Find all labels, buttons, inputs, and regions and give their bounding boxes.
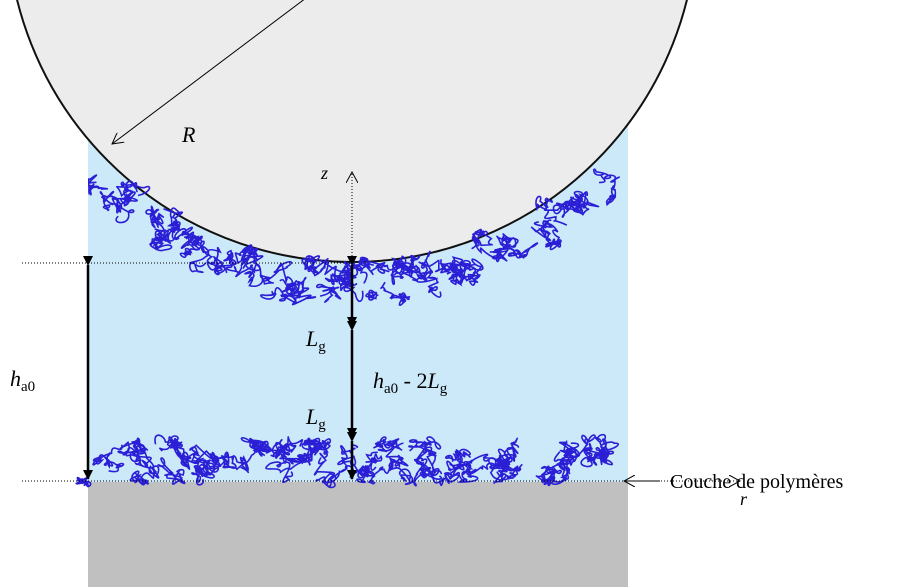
polymer-chain <box>558 439 579 462</box>
polymer-chain <box>413 457 443 478</box>
polymer-chain <box>209 451 229 470</box>
polymer-chain <box>530 219 552 245</box>
polymer-chain <box>157 457 186 485</box>
polymer-chain <box>365 457 409 485</box>
polymer-chain <box>206 246 240 274</box>
polymer-chain <box>355 256 371 284</box>
polymer-chain <box>408 439 437 473</box>
polymer-chain <box>408 436 442 461</box>
r-axis-label: r <box>740 489 748 509</box>
polymer-chain <box>595 441 619 462</box>
polymer-chain <box>373 436 404 453</box>
polymer-chain <box>103 452 125 473</box>
polymer-chain <box>149 214 173 252</box>
polymer-chain <box>443 459 473 483</box>
polymer-chain <box>223 249 237 274</box>
z-axis-label: z <box>320 163 328 183</box>
polymer-chain <box>429 468 450 487</box>
polymer-chain <box>593 168 620 206</box>
radius-arrow <box>112 0 305 144</box>
polymer-chain <box>365 289 379 301</box>
polymer-chain <box>454 448 472 471</box>
polymer-chain <box>540 465 567 487</box>
polymer-chain <box>279 293 317 306</box>
polymer-chain <box>265 457 303 483</box>
polymer-chain <box>385 438 412 483</box>
polymer-chain <box>257 436 297 458</box>
polymer-chain <box>234 248 258 269</box>
polymer-layer-bottom <box>75 433 619 489</box>
lg-top-label: Lg <box>305 326 326 355</box>
polymer-chain <box>92 444 123 467</box>
polymer-chain <box>244 247 264 272</box>
polymer-chain <box>308 257 353 278</box>
polymer-chain <box>510 437 520 463</box>
polymer-chain <box>315 440 331 462</box>
polymer-chain <box>380 281 411 307</box>
polymer-chain <box>496 448 513 476</box>
polymer-chain <box>315 283 342 303</box>
polymer-chain <box>117 443 155 469</box>
polymer-chain <box>365 451 383 471</box>
polymer-chain <box>99 190 120 212</box>
polymer-chain <box>166 435 185 459</box>
polymer-chain <box>180 231 205 254</box>
lg-bottom-label: Lg <box>305 404 326 433</box>
polymer-chain <box>150 228 172 246</box>
polymer-chain <box>166 216 194 242</box>
polymer-chain <box>406 254 421 271</box>
polymer-chain <box>500 233 519 251</box>
polymer-chain <box>474 230 509 260</box>
polymer-chain <box>489 234 515 254</box>
polymer-chain <box>191 459 216 486</box>
polymer-chain <box>111 190 138 224</box>
polymer-chain <box>241 244 258 260</box>
gap-label: ha0 - 2Lg <box>373 368 448 397</box>
polymer-chain <box>189 246 210 274</box>
polymer-chain <box>360 259 390 276</box>
polymer-chain <box>415 270 442 298</box>
polymer-chain <box>462 258 484 281</box>
polymer-chain <box>129 470 155 486</box>
polymer-chain <box>570 191 600 210</box>
polymer-chain <box>507 242 539 259</box>
polymer-chain <box>439 256 464 273</box>
radius-label: R <box>181 122 196 147</box>
h-a0-label: ha0 <box>10 366 35 395</box>
substrate <box>88 482 628 587</box>
polymer-chain <box>494 241 515 263</box>
polymer-layer-label: Couche de polymères <box>670 471 843 493</box>
polymer-chain <box>561 442 581 470</box>
polymer-chain <box>281 280 302 297</box>
polymer-chain <box>213 255 236 276</box>
polymer-chain <box>88 174 109 196</box>
polymer-chain <box>580 448 609 468</box>
polymer-chain <box>462 453 498 476</box>
polymer-chain <box>418 250 452 281</box>
polymer-chain <box>301 438 332 456</box>
polymer-chain <box>398 466 431 487</box>
polymer-chain <box>124 180 151 197</box>
polymer-chain <box>564 200 590 216</box>
polymer-chain <box>542 219 562 251</box>
